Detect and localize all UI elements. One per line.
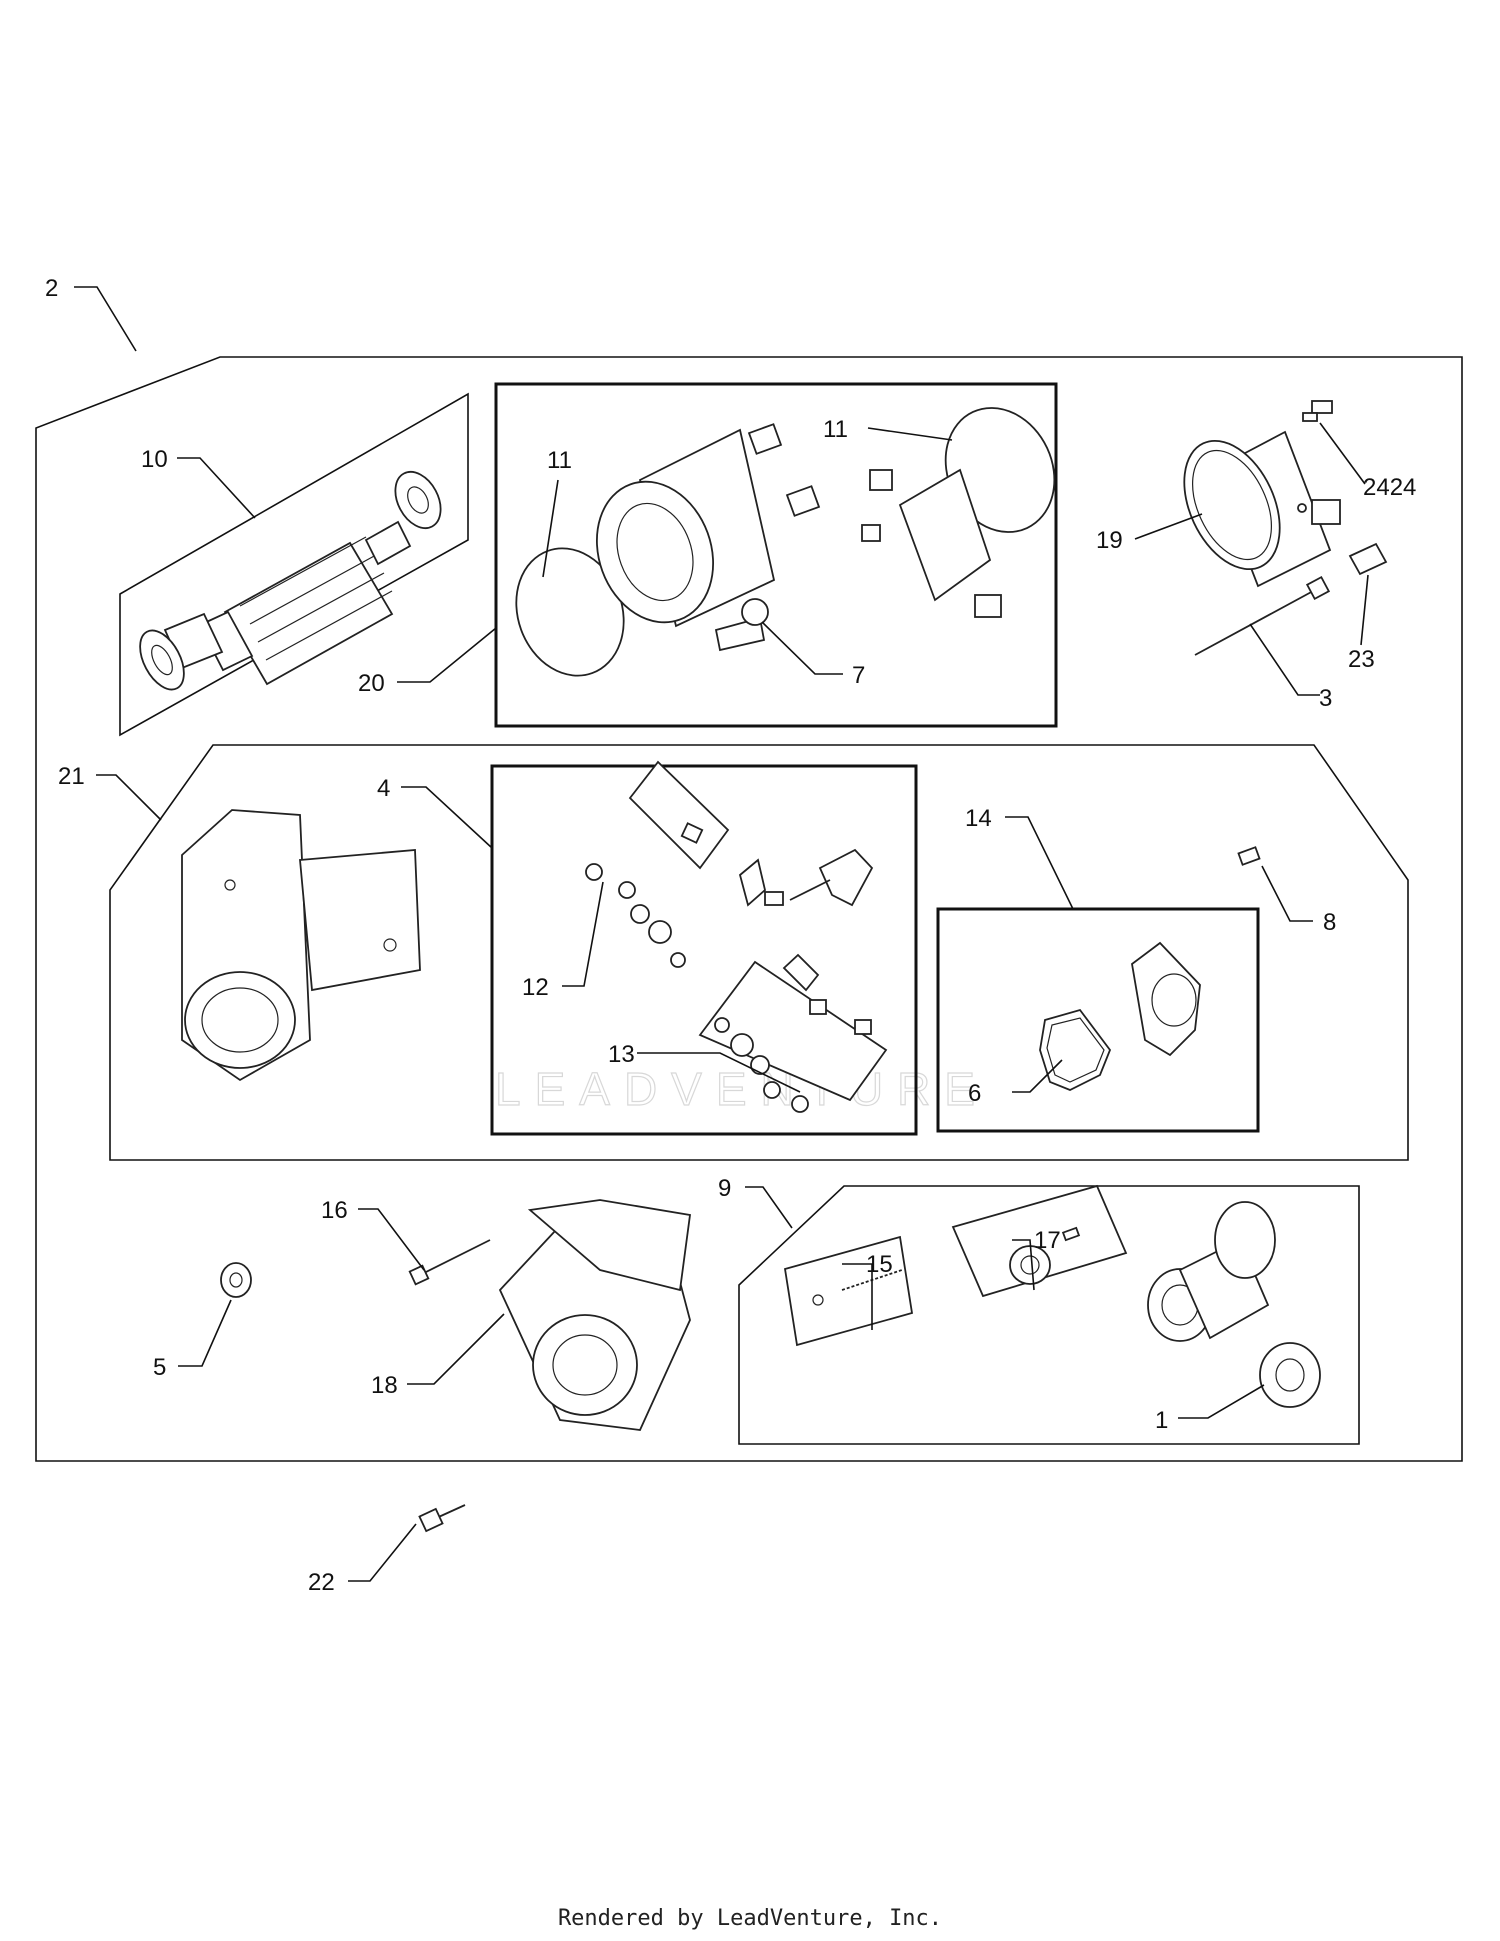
callout-6: 6: [968, 1080, 981, 1107]
leader-23: [1360, 574, 1369, 646]
callout-21: 21: [58, 763, 85, 790]
callout-8: 8: [1323, 909, 1336, 936]
leader-4: [401, 786, 493, 849]
leader-13: [637, 1052, 801, 1093]
spring-kit-card: [783, 1235, 914, 1347]
housing-bolt: [408, 1239, 491, 1286]
callout-11: 11: [823, 416, 848, 443]
leadventure-watermark: LEADVENTURE: [495, 1063, 989, 1115]
nut: [791, 1095, 809, 1113]
callout-1: 1: [1155, 1407, 1168, 1434]
pinion-parts: [1009, 1226, 1081, 1285]
through-bolt: [1194, 575, 1331, 656]
mounting-bolt: [418, 1504, 466, 1533]
callout-13: 13: [608, 1041, 635, 1068]
leader-7: [761, 621, 843, 675]
callout-16: 16: [321, 1197, 348, 1224]
leader-6: [1012, 1059, 1063, 1093]
rear-end-cover: [1183, 430, 1341, 588]
callout-15: 15: [866, 1251, 893, 1278]
nut: [585, 863, 603, 881]
callout-3: 3: [1319, 685, 1332, 712]
leader-17: [1012, 1239, 1035, 1291]
starter-assembly-outline: [35, 356, 1463, 1462]
leader-14: [1005, 816, 1074, 910]
callout-14: 14: [965, 805, 992, 832]
leader-2: [74, 286, 137, 352]
leader-19: [1134, 513, 1203, 540]
pinion-kit-card: [951, 1184, 1128, 1298]
callout-10: 10: [141, 446, 168, 473]
solenoid-gasket-set: [1039, 941, 1201, 1091]
yoke-field-coil: [515, 407, 1056, 677]
callout-4: 4: [377, 775, 390, 802]
callout-5: 5: [153, 1354, 166, 1381]
callout-18: 18: [371, 1372, 398, 1399]
nut: [220, 1262, 252, 1298]
callout-2: 2: [45, 275, 58, 302]
terminal-stud: [1348, 542, 1388, 576]
leader-22: [348, 1523, 417, 1582]
solenoid-bolt: [1237, 846, 1261, 866]
solenoid-parts-kit: [585, 760, 888, 1113]
leader-12: [562, 881, 604, 987]
callout-20: 20: [358, 670, 385, 697]
callout-9: 9: [718, 1175, 731, 1202]
callout-23: 23: [1348, 646, 1375, 673]
callout-11: 11: [547, 447, 572, 474]
leader-10: [177, 457, 256, 519]
callout-22: 22: [308, 1569, 335, 1596]
armature-panel: [119, 392, 469, 737]
overrunning-clutch: [1147, 1201, 1276, 1342]
callout-12: 12: [522, 974, 549, 1001]
leader-24: [1319, 422, 1366, 485]
clutch-group-outline: [738, 1185, 1360, 1445]
drive-housing-group-outline: [109, 744, 1409, 1161]
leader-21: [96, 774, 162, 821]
gasket-kit-box: [936, 907, 1260, 1133]
leader-15: [842, 1263, 873, 1330]
leader-5: [178, 1299, 232, 1367]
callout-24: 2424: [1363, 474, 1416, 501]
leader-3: [1249, 623, 1320, 696]
rear-cover-screw: [1302, 400, 1333, 422]
armature: [139, 470, 442, 691]
leader-11b: [867, 427, 953, 441]
yoke-assembly-box: [494, 382, 1058, 728]
callout-17: 17: [1034, 1227, 1061, 1254]
leader-9: [745, 1186, 793, 1229]
leader-8: [1261, 865, 1313, 922]
footer-credit: Rendered by LeadVenture, Inc.: [557, 1906, 943, 1931]
callout-7: 7: [852, 662, 865, 689]
callout-19: 19: [1096, 527, 1123, 554]
leader-16: [358, 1208, 425, 1271]
solenoid-kit-box: [490, 764, 918, 1136]
drive-housing: [181, 809, 421, 1082]
leader-18: [407, 1313, 505, 1385]
leader-1: [1178, 1384, 1265, 1419]
front-drive-housing: [498, 1199, 692, 1431]
leader-11a: [542, 479, 559, 578]
leader-20: [397, 627, 497, 683]
pinion-gear: [1259, 1342, 1321, 1408]
